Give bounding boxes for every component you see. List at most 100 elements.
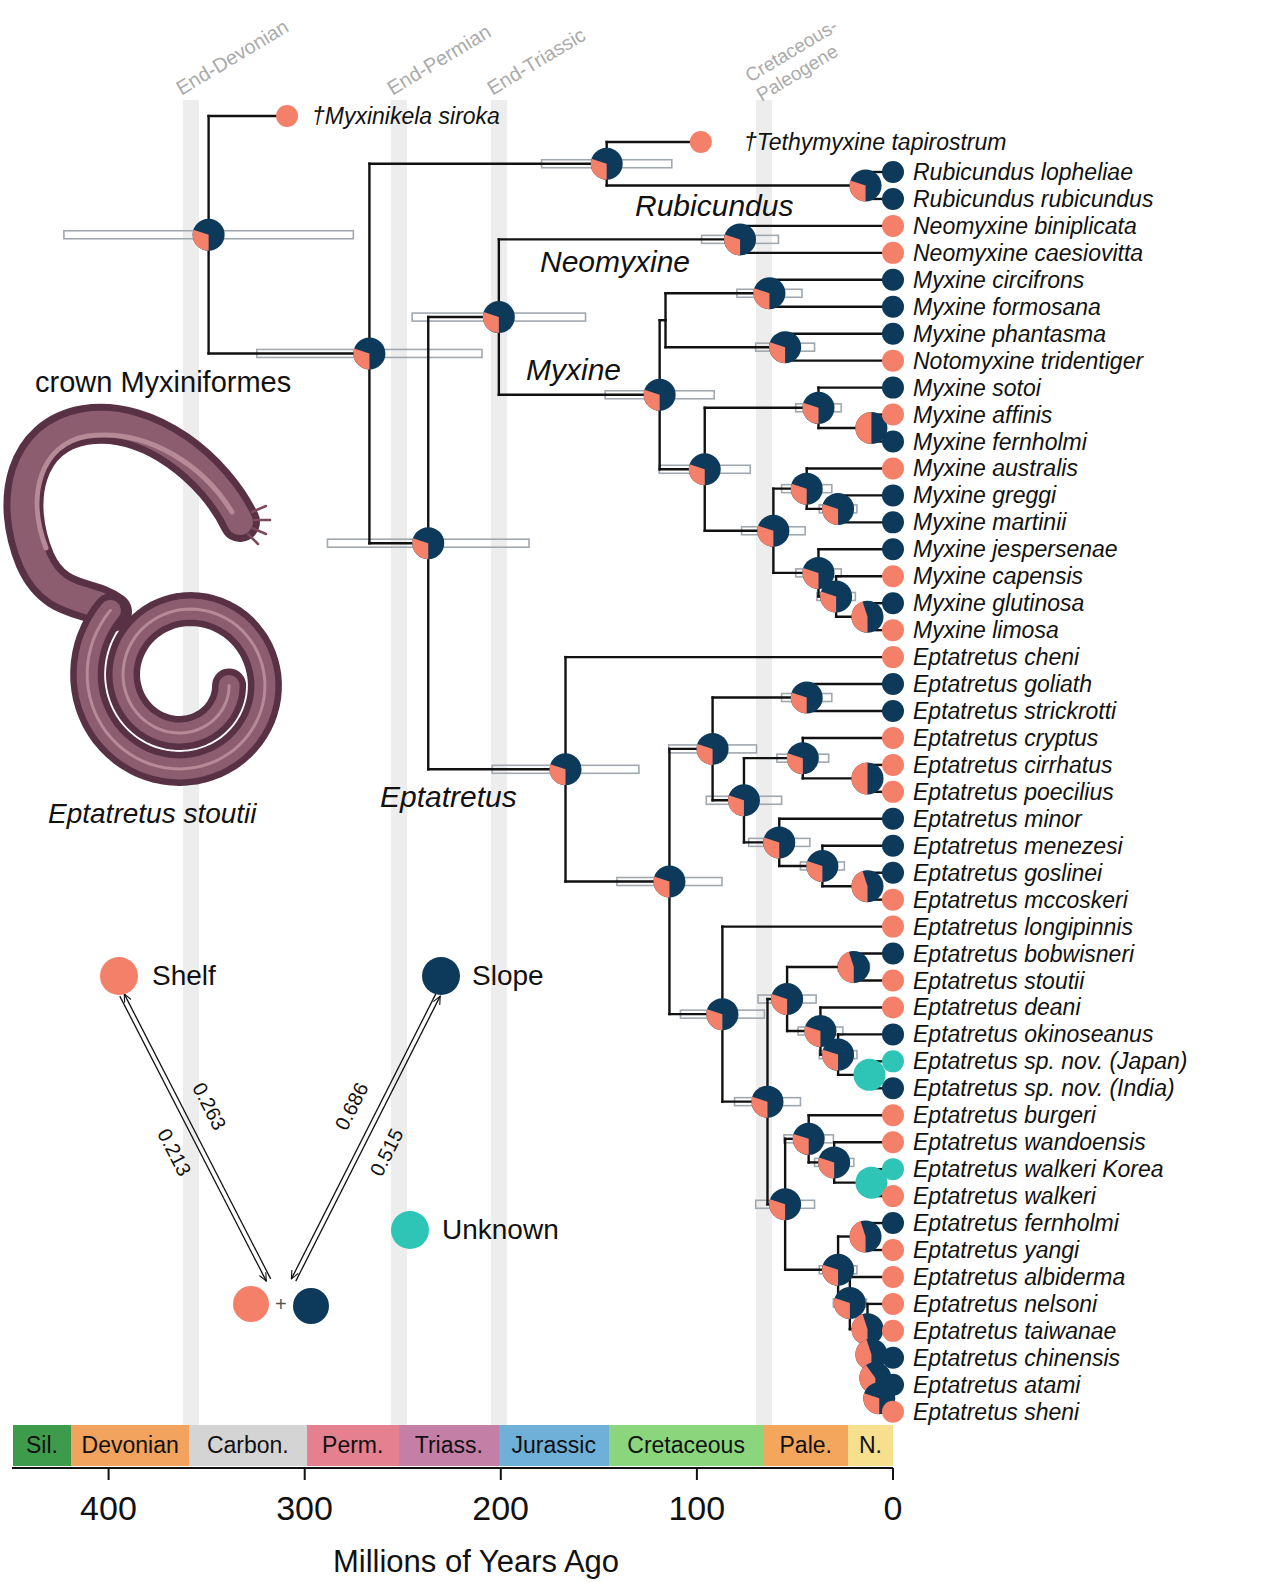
hagfish-highlight [87, 609, 265, 769]
tip-state [882, 242, 904, 264]
branch [566, 656, 893, 658]
tip-state [882, 457, 904, 479]
axis-title: Millions of Years Ago [333, 1544, 619, 1580]
clade-label: crown Myxiniformes [35, 366, 291, 399]
axis-tick [304, 1468, 306, 1480]
period-label: Jurassic [512, 1432, 596, 1458]
period-box: Triass. [399, 1425, 499, 1466]
state-wedge [757, 526, 773, 547]
taxon-label: Eptatretus wandoensis [913, 1129, 1146, 1155]
legend-swatch [422, 957, 460, 995]
state-pie [850, 169, 882, 201]
state-wedge [804, 1026, 820, 1047]
state-pie [753, 277, 785, 309]
taxon-label: Eptatretus poecilius [913, 779, 1114, 805]
state-wedge [763, 837, 779, 858]
tip-state [882, 404, 904, 426]
state-pie [353, 337, 385, 369]
state-wedge [483, 312, 499, 333]
tip-state [882, 1347, 904, 1369]
tip-state [882, 1374, 904, 1396]
taxon-label: Eptatretus cirrhatus [913, 752, 1112, 778]
branch [779, 818, 893, 820]
tip-state [882, 1320, 904, 1342]
taxon-label: Myxine greggi [913, 482, 1056, 508]
tip-state [276, 105, 298, 127]
taxon-label: Myxine sotoi [913, 375, 1041, 401]
taxon-label: Myxine australis [913, 455, 1078, 481]
branch [209, 115, 287, 117]
taxon-label: Myxine fernholmi [913, 429, 1087, 455]
tip-state [882, 323, 904, 345]
tip-state [882, 269, 904, 291]
state-pie [850, 1221, 882, 1253]
state-pie [689, 453, 721, 485]
taxon-label: †Myxinikela siroka [312, 103, 500, 129]
tip-state [882, 916, 904, 938]
state-pie [793, 1123, 825, 1155]
tip-state [882, 727, 904, 749]
period-box: N. [848, 1425, 893, 1466]
state-pie [852, 601, 884, 633]
state-pie [769, 1188, 801, 1220]
taxon-label: Eptatretus minor [913, 806, 1082, 832]
legend-label: Shelf [152, 960, 216, 992]
taxon-label: Myxine affinis [913, 402, 1052, 428]
branch [807, 467, 893, 469]
taxon-label: Myxine capensis [913, 563, 1083, 589]
state-wedge [863, 1393, 879, 1414]
tip-state [882, 700, 904, 722]
tip-state [690, 131, 712, 153]
branch [803, 737, 893, 739]
axis-tick [108, 1468, 110, 1480]
state-circle [293, 1288, 329, 1324]
state-wedge [791, 693, 807, 714]
tick-label: 0 [884, 1489, 903, 1528]
state-wedge [834, 1298, 850, 1319]
state-wedge [802, 568, 818, 589]
state-wedge [855, 412, 871, 444]
transition-arrow [120, 996, 266, 1281]
state-pie [550, 753, 582, 785]
illustration-caption: Eptatretus stoutii [48, 798, 257, 830]
branch [818, 548, 893, 550]
taxon-label: Notomyxine tridentiger [913, 348, 1143, 374]
tip-state [882, 1104, 904, 1126]
taxon-label: Eptatretus longipinnis [913, 914, 1133, 940]
state-wedge [653, 877, 669, 898]
taxon-label: Eptatretus stoutii [913, 968, 1084, 994]
legend-label: Unknown [442, 1214, 559, 1246]
branch [809, 1114, 893, 1116]
state-pie [806, 850, 838, 882]
branch [428, 768, 565, 770]
taxon-label: Eptatretus cryptus [913, 725, 1098, 751]
state-circle [233, 1286, 269, 1322]
tip-state [882, 1185, 904, 1207]
state-wedge [820, 592, 836, 613]
state-wedge [353, 349, 369, 370]
state-pie [802, 392, 834, 424]
tip-state [882, 538, 904, 560]
taxon-label: Eptatretus cheni [913, 644, 1079, 670]
period-box: Carbon. [189, 1425, 307, 1466]
branch [769, 279, 893, 281]
period-label: Perm. [322, 1432, 383, 1458]
clade-label: Neomyxine [540, 245, 690, 280]
branch [785, 333, 893, 335]
state-wedge [822, 1265, 838, 1286]
state-wedge [724, 234, 740, 255]
state-wedge [753, 288, 769, 309]
state-wedge [193, 230, 209, 251]
state-pie [644, 379, 676, 411]
state-pie [728, 784, 760, 816]
tick-label: 300 [276, 1489, 333, 1528]
state-wedge [852, 762, 868, 794]
clade-label: Rubicundus [635, 189, 793, 224]
branch [785, 359, 893, 361]
clade-label: Eptatretus [380, 780, 517, 815]
branch [705, 407, 819, 409]
time-axis [12, 1467, 893, 1469]
tip-state [882, 296, 904, 318]
taxon-label: Eptatretus sp. nov. (Japan) [913, 1048, 1187, 1074]
